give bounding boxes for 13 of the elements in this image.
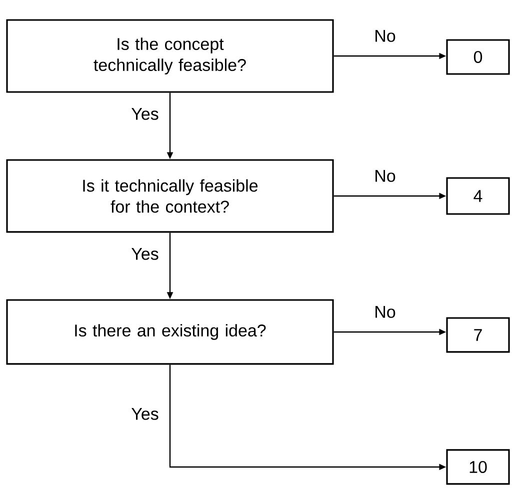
question-box: Is the concept technically feasible? bbox=[6, 19, 334, 93]
edge-label: No bbox=[376, 30, 396, 42]
question-box: Is there an existing idea? bbox=[6, 299, 334, 365]
edge-label: No bbox=[376, 306, 396, 318]
outcome-box: 10 bbox=[446, 449, 510, 485]
edge-label: Yes bbox=[132, 108, 158, 120]
edge-label: Yes bbox=[132, 248, 158, 260]
outcome-box: 4 bbox=[446, 177, 510, 215]
outcome-box: 7 bbox=[446, 317, 510, 353]
outcome-box: 0 bbox=[446, 39, 510, 75]
edge-label: Yes bbox=[132, 408, 158, 420]
question-box: Is it technically feasible for the context? bbox=[6, 159, 334, 233]
edge-label: No bbox=[376, 170, 396, 182]
